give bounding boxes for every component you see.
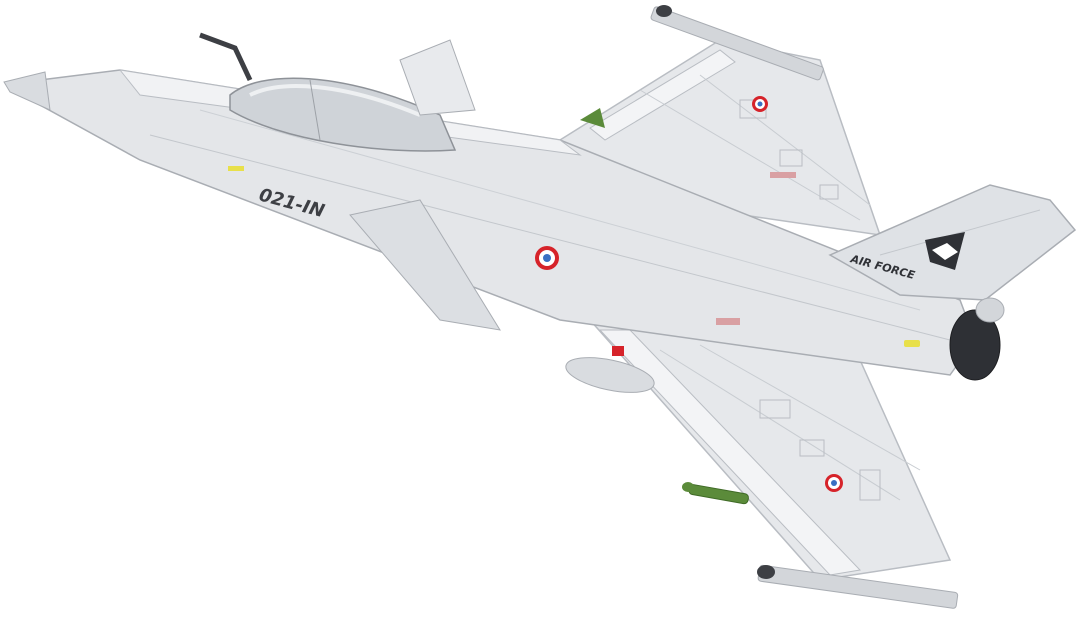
lower-wing [565, 318, 959, 609]
drop-tank [565, 346, 655, 393]
canopy [229, 77, 457, 152]
missile-lower [682, 482, 749, 505]
nose-cone [3, 71, 51, 111]
engine-exhaust [949, 297, 1005, 381]
fuselage: 021-IN [3, 32, 976, 376]
canard [399, 39, 476, 116]
refuel-probe [199, 32, 253, 82]
intake [349, 199, 502, 331]
roundel-fuselage [535, 246, 559, 270]
tail-fin: AIR FORCE [828, 184, 1077, 301]
model: 021-IN AIR FORCE [3, 5, 1077, 609]
missile-upper [580, 108, 605, 128]
